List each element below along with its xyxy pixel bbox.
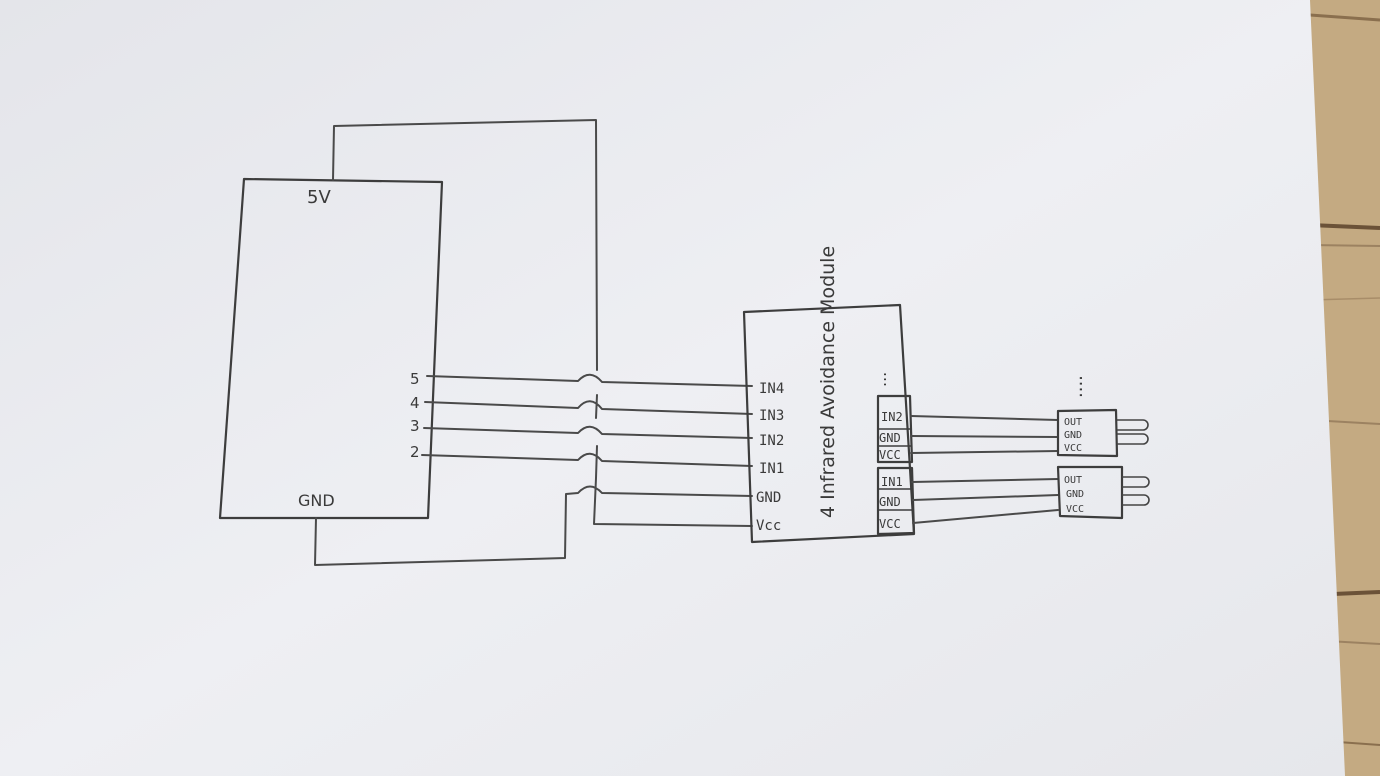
ground-label: GND bbox=[298, 491, 335, 510]
controller-board: 5V GND 5 4 3 2 bbox=[218, 177, 444, 520]
sensor-a-pin-out: OUT bbox=[1064, 417, 1082, 428]
infrared-avoidance-module: 4 Infrared Avoidance Module IN4 IN3 IN2 … bbox=[742, 246, 916, 544]
sensor-a-vcc-wire bbox=[910, 450, 1059, 454]
module-pin-gnd: GND bbox=[756, 490, 781, 506]
sensor-b-gnd-wire bbox=[912, 494, 1059, 501]
ir-led-icon bbox=[1117, 419, 1149, 445]
sensor-b-vcc-wire bbox=[912, 509, 1059, 524]
ir-sensor-b: OUT GND VCC bbox=[1056, 465, 1150, 520]
signal-wire-4 bbox=[424, 400, 753, 415]
sensor-b-pin-out: OUT bbox=[1064, 475, 1082, 486]
connector-a-pin-gnd: GND bbox=[879, 431, 901, 445]
signal-wire-2 bbox=[421, 452, 753, 467]
pin-label-2: 2 bbox=[410, 443, 420, 461]
sensor-a-out-wire bbox=[910, 415, 1059, 421]
ir-led-icon bbox=[1122, 476, 1150, 506]
sensor-b-pin-vcc: VCC bbox=[1066, 504, 1084, 515]
ground-wire bbox=[314, 485, 753, 566]
sensor-a-pin-vcc: VCC bbox=[1064, 443, 1082, 454]
power-label: 5V bbox=[307, 187, 331, 208]
module-title: 4 Infrared Avoidance Module bbox=[817, 246, 839, 518]
module-pin-in2: IN2 bbox=[759, 433, 784, 449]
module-pin-in3: IN3 bbox=[759, 408, 784, 424]
sensor-b-out-wire bbox=[911, 478, 1059, 483]
sensor-a-gnd-wire bbox=[910, 435, 1059, 438]
connector-b-pin-in1: IN1 bbox=[881, 475, 903, 489]
signal-wire-5 bbox=[426, 373, 753, 387]
pin-label-4: 4 bbox=[410, 394, 420, 412]
pin-label-5: 5 bbox=[410, 370, 420, 388]
connector-a-pin-in2: IN2 bbox=[881, 410, 903, 424]
power-wire bbox=[332, 119, 753, 527]
module-pin-in4: IN4 bbox=[759, 381, 784, 397]
module-pin-vcc: Vcc bbox=[756, 518, 781, 534]
sensors-more-indicator: .... bbox=[1066, 375, 1087, 398]
sensor-a-pin-gnd: GND bbox=[1064, 430, 1082, 441]
sensor-b-pin-gnd: GND bbox=[1066, 489, 1084, 500]
connector-b-pin-vcc: VCC bbox=[879, 517, 901, 531]
ir-sensor-a: OUT GND VCC bbox=[1056, 408, 1149, 458]
connector-b-pin-gnd: GND bbox=[879, 495, 901, 509]
module-more-indicator: ... bbox=[871, 372, 890, 387]
pin-label-3: 3 bbox=[410, 417, 420, 435]
connector-a-pin-vcc: VCC bbox=[879, 448, 901, 462]
signal-wire-3 bbox=[423, 425, 753, 439]
module-pin-in1: IN1 bbox=[759, 461, 784, 477]
